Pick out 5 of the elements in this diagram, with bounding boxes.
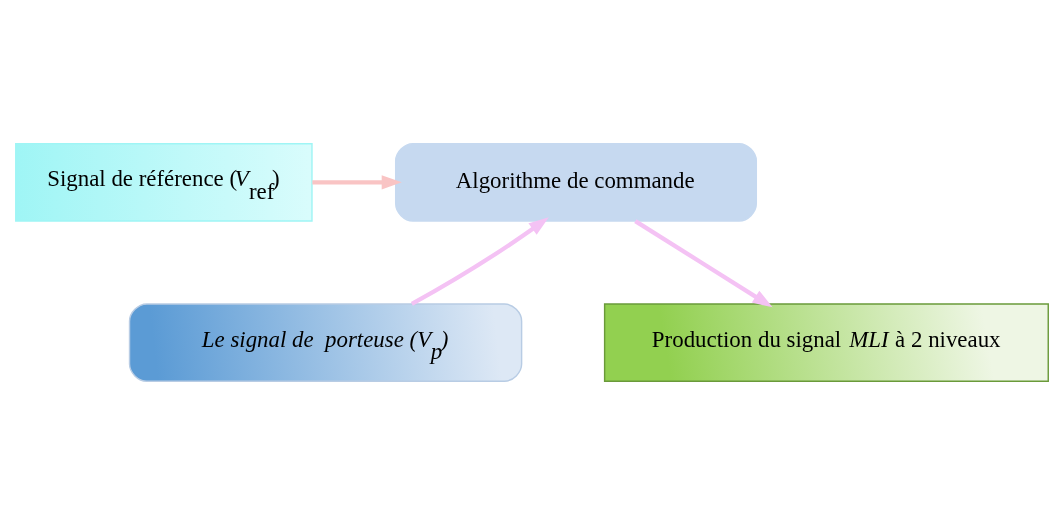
- arrow: [312, 174, 402, 189]
- arrow: [410, 216, 549, 306]
- node-box: Production du signal MLI à 2 niveaux: [603, 302, 1049, 382]
- node-box: Algorithme de commande: [394, 142, 758, 222]
- arrow: [634, 218, 773, 307]
